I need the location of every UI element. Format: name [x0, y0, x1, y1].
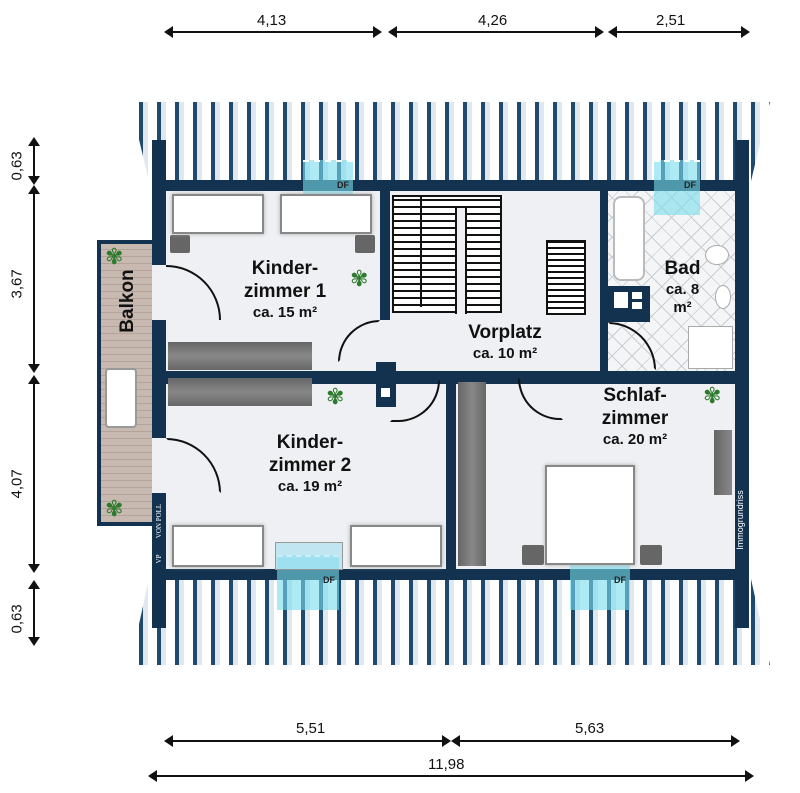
wardrobe: [168, 378, 312, 406]
double-bed: [545, 465, 635, 565]
room-label-bad: Bad ca. 8 m²: [650, 258, 715, 317]
logo-initials: VP: [155, 554, 163, 564]
dim-total: 11,98: [428, 756, 465, 773]
desk: [275, 542, 343, 570]
dim-line-top-1: [164, 26, 382, 38]
dim-line-bottom-1: [164, 735, 451, 747]
room-label-vorplatz: Vorplatz ca. 10 m²: [445, 322, 565, 363]
dim-line-total: [148, 770, 754, 782]
dim-line-left-2: [28, 185, 40, 373]
bed: [172, 194, 264, 234]
roof-bottom-edge-right: [735, 578, 749, 628]
room-name: Vorplatz: [468, 322, 542, 343]
room-name: Kinder-: [251, 258, 319, 279]
stairs: [392, 195, 502, 313]
wall-segment: [446, 377, 456, 569]
dim-top-3: 2,51: [656, 12, 686, 29]
room-label-kinderzimmer-2: Kinder- zimmer 2 ca. 19 m²: [250, 432, 370, 496]
dim-line-top-2: [388, 26, 604, 38]
shower: [688, 326, 733, 369]
room-area: ca. 8: [665, 280, 700, 298]
room-label-schlafzimmer: Schlaf- zimmer ca. 20 m²: [575, 385, 695, 449]
wardrobe: [168, 342, 312, 370]
nightstand: [355, 235, 375, 253]
room-area: ca. 20 m²: [602, 430, 668, 448]
plant-icon: ✾: [105, 244, 124, 269]
ladder: [546, 240, 586, 315]
room-name: Kinder-: [276, 432, 344, 453]
room-name: Bad: [664, 258, 701, 279]
bathtub: [613, 196, 645, 281]
dim-left-3: 4,07: [8, 469, 26, 499]
room-area: ca. 15 m²: [252, 303, 318, 321]
room-name: Schlaf-: [603, 385, 667, 406]
room-area: ca. 19 m²: [277, 477, 343, 495]
nightstand: [522, 545, 544, 565]
dim-left-2: 3,67: [8, 269, 26, 299]
balcony-table: [105, 368, 137, 428]
balkon-label: Balkon: [117, 269, 138, 333]
plant-icon: ✾: [703, 383, 722, 408]
dim-bottom-2: 5,63: [575, 720, 605, 737]
dim-bottom-1: 5,51: [296, 720, 326, 737]
dim-left-4: 0,63: [8, 604, 26, 634]
wall-segment: [600, 191, 608, 321]
room-name: zimmer 2: [268, 454, 352, 476]
dresser: [714, 430, 732, 495]
room-label-kinderzimmer-1: Kinder- zimmer 1 ca. 15 m²: [225, 258, 345, 322]
dim-line-left-3: [28, 375, 40, 573]
room-name: zimmer 1: [243, 280, 327, 302]
wardrobe: [458, 382, 486, 566]
plant-icon: ✾: [105, 496, 124, 521]
watermark: Immogrundriss: [735, 490, 745, 550]
dim-line-top-3: [608, 26, 750, 38]
dim-top-1: 4,13: [257, 12, 287, 29]
bed: [172, 525, 264, 567]
roof-top-edge-right: [735, 140, 749, 182]
room-area-unit: m²: [673, 298, 692, 316]
roof-top-edge-left: [152, 140, 166, 182]
room-name: zimmer: [601, 407, 669, 429]
nightstand: [640, 545, 662, 565]
dim-line-left-4: [28, 580, 40, 646]
nightstand: [170, 235, 190, 253]
dim-top-2: 4,26: [478, 12, 508, 29]
logo: [152, 495, 166, 570]
sink: [715, 285, 731, 309]
dim-line-bottom-2: [451, 735, 740, 747]
skylight: DF: [654, 160, 700, 215]
dim-left-1: 0,63: [8, 151, 26, 181]
plant-icon: ✾: [350, 266, 369, 291]
bed: [350, 525, 442, 567]
toilet: [705, 245, 729, 265]
roof-bottom-edge-left: [152, 578, 166, 628]
roof-bottom: [130, 578, 770, 665]
dim-line-left-1: [28, 137, 40, 185]
plant-icon: ✾: [326, 384, 345, 409]
bed: [280, 194, 372, 234]
logo-name: VON POLL: [155, 503, 163, 539]
room-area: ca. 10 m²: [472, 344, 538, 362]
